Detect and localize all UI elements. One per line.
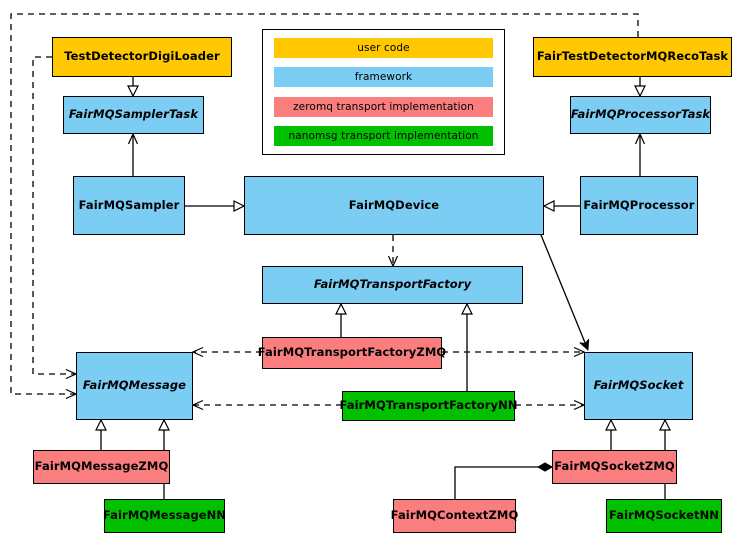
class-label: FairMQMessage <box>82 378 187 393</box>
class-label: FairTestDetectorMQRecoTask <box>536 49 729 64</box>
edge-device-socket <box>540 234 588 350</box>
class-box-fairmqmessage[interactable]: FairMQMessage <box>76 352 193 420</box>
class-label: FairMQSampler <box>78 197 180 212</box>
class-label: FairMQDevice <box>348 197 440 212</box>
class-box-fairtestdetectormqrecotask[interactable]: FairTestDetectorMQRecoTask <box>533 37 732 77</box>
class-box-fairmqtransportfactorynn[interactable]: FairMQTransportFactoryNN <box>339 391 518 421</box>
edge-contextzmq-socketzmq <box>454 462 554 499</box>
class-label: TestDetectorDigiLoader <box>64 49 220 64</box>
class-box-fairmqsampler[interactable]: FairMQSampler <box>73 176 185 235</box>
class-box-fairmqsocketzmq[interactable]: FairMQSocketZMQ <box>552 450 677 484</box>
class-label: FairMQMessageNN <box>102 508 227 523</box>
class-box-fairmqtransportfactory[interactable]: FairMQTransportFactory <box>262 266 523 304</box>
class-label: FairMQSocketZMQ <box>554 459 675 474</box>
class-box-fairmqsocket[interactable]: FairMQSocket <box>584 352 693 420</box>
class-box-fairmqmessagenn[interactable]: FairMQMessageNN <box>102 499 227 533</box>
class-box-fairmqcontextzmq[interactable]: FairMQContextZMQ <box>390 499 519 533</box>
class-label: FairMQProcessor <box>583 197 695 212</box>
class-label: FairMQSocket <box>593 378 684 393</box>
legend-label: nanomsg transport implementation <box>288 129 479 142</box>
class-label: FairMQProcessorTask <box>570 107 711 122</box>
class-label: FairMQTransportFactoryNN <box>339 398 518 413</box>
legend-item-zeromq: zeromq transport implementation <box>274 96 493 117</box>
legend-item-framework: framework <box>274 67 493 88</box>
class-label: FairMQMessageZMQ <box>34 459 169 474</box>
class-box-fairmqsocketnn[interactable]: FairMQSocketNN <box>606 499 722 533</box>
class-label: FairMQContextZMQ <box>390 508 519 523</box>
class-box-fairmqtransportfactoryzmq[interactable]: FairMQTransportFactoryZMQ <box>258 337 446 369</box>
legend-item-user-code: user code <box>274 38 493 58</box>
class-label: FairMQSocketNN <box>608 508 720 523</box>
legend-label: zeromq transport implementation <box>293 100 474 113</box>
class-box-fairmqsamplertask[interactable]: FairMQSamplerTask <box>63 96 204 134</box>
class-label: FairMQTransportFactoryZMQ <box>257 345 447 360</box>
class-box-fairmqprocessor[interactable]: FairMQProcessor <box>580 176 698 235</box>
legend: user code framework zeromq transport imp… <box>262 29 505 155</box>
class-box-fairmqdevice[interactable]: FairMQDevice <box>244 176 544 235</box>
class-label: FairMQTransportFactory <box>313 277 472 292</box>
class-label: FairMQSamplerTask <box>68 107 199 122</box>
class-box-testdetectordigiloader[interactable]: TestDetectorDigiLoader <box>52 37 232 77</box>
legend-label: user code <box>357 42 410 54</box>
class-box-fairmqprocessortask[interactable]: FairMQProcessorTask <box>570 96 711 134</box>
legend-label: framework <box>354 71 413 84</box>
legend-item-nanomsg: nanomsg transport implementation <box>274 125 493 146</box>
class-box-fairmqmessagezmq[interactable]: FairMQMessageZMQ <box>33 450 170 484</box>
